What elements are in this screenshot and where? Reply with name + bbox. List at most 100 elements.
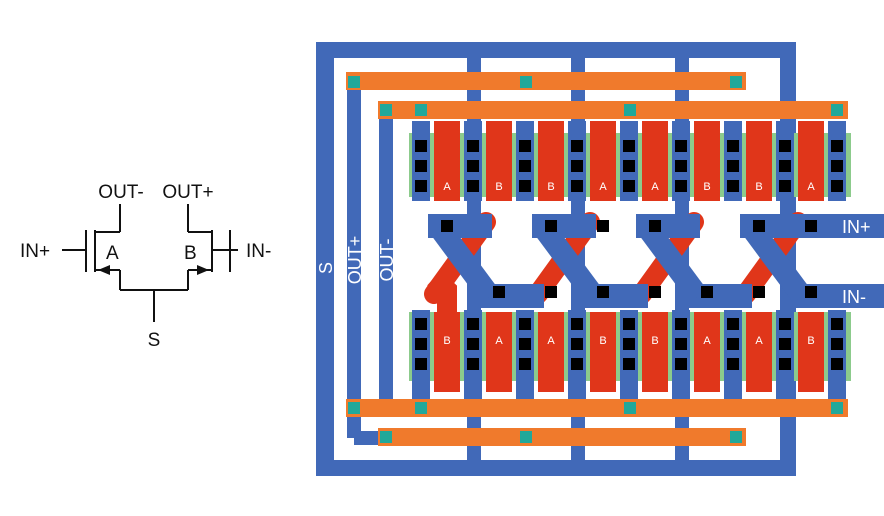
contacts (415, 140, 843, 370)
gate-bottom (642, 312, 668, 392)
via (624, 402, 636, 414)
gate-label: A (547, 335, 555, 347)
contact (623, 160, 635, 172)
gate-bottom (694, 312, 720, 392)
differential-pair-schematic (62, 204, 238, 322)
contact (519, 140, 531, 152)
gate-label: B (443, 335, 450, 347)
finger-bottom (464, 310, 482, 400)
poly-cross-link (427, 270, 457, 312)
gate-label: B (703, 181, 710, 193)
source-arrow-b (197, 265, 209, 275)
gate-top (746, 121, 772, 201)
gate-bottom (798, 312, 824, 392)
contact (831, 140, 843, 152)
via (831, 104, 843, 116)
contact (831, 160, 843, 172)
gate-label: A (599, 181, 607, 193)
contact (779, 318, 791, 330)
gate-label: A (807, 181, 815, 193)
label-out-plus: OUT+ (162, 182, 213, 203)
finger-bottom (412, 310, 430, 400)
out-minus-rail-bottom (346, 399, 848, 417)
rail-label-in-minus: IN- (842, 287, 866, 307)
gate-bottom (434, 312, 460, 392)
contact (571, 318, 583, 330)
contact (623, 180, 635, 192)
gate-top (434, 121, 460, 201)
contact (519, 338, 531, 350)
gate-label: B (495, 181, 502, 193)
via (415, 104, 427, 116)
contact (467, 338, 479, 350)
contact (779, 338, 791, 350)
label-in-plus: IN+ (20, 241, 50, 262)
contact (519, 358, 531, 370)
gate-top (694, 121, 720, 201)
label-transistor-b: B (184, 243, 197, 264)
contact (727, 318, 739, 330)
contact (727, 358, 739, 370)
finger-bottom (516, 310, 534, 400)
contact (675, 318, 687, 330)
contact (675, 180, 687, 192)
contact (623, 140, 635, 152)
contact (779, 160, 791, 172)
metal-gate-connections (428, 214, 856, 308)
contact (623, 338, 635, 350)
gate-top (642, 121, 668, 201)
rail-labels: S OUT+ OUT- IN+ IN- (316, 217, 871, 307)
via (380, 431, 392, 443)
out-minus-rail-top (378, 101, 848, 119)
finger-bottom (620, 310, 638, 400)
contact (597, 220, 609, 232)
contact (623, 358, 635, 370)
contact (831, 318, 843, 330)
contact (675, 140, 687, 152)
rail-label-in-plus: IN+ (842, 217, 871, 237)
finger-bottom (724, 310, 742, 400)
label-transistor-a: A (106, 243, 119, 264)
rail-label-out-plus: OUT+ (345, 236, 365, 285)
contact (571, 180, 583, 192)
out-plus-rail-bottom (378, 428, 746, 446)
metal-diagonal (533, 219, 603, 303)
source-arrow-a (98, 265, 110, 275)
contact (519, 180, 531, 192)
metal-diagonal (637, 219, 707, 303)
contact (701, 286, 713, 298)
rail-label-s: S (316, 262, 336, 274)
contact (571, 160, 583, 172)
contact (727, 180, 739, 192)
via (730, 76, 742, 88)
contact (779, 140, 791, 152)
gate-label: B (547, 181, 554, 193)
via (348, 402, 360, 414)
label-in-minus: IN- (246, 241, 271, 262)
contact (649, 220, 661, 232)
contact (467, 318, 479, 330)
gate-bottom (746, 312, 772, 392)
vias (348, 76, 843, 443)
finger-bottom (776, 310, 794, 400)
finger-bottom (568, 310, 586, 400)
gate-label: B (755, 181, 762, 193)
finger-bottom (672, 310, 690, 400)
finger-bottom (828, 310, 846, 400)
gate-top (486, 121, 512, 201)
contact (675, 358, 687, 370)
bottom-row-gates (434, 312, 824, 392)
contact (649, 286, 661, 298)
contact (571, 358, 583, 370)
gate-bottom (486, 312, 512, 392)
contact (519, 160, 531, 172)
contact (753, 286, 765, 298)
metal-diagonal (741, 219, 811, 303)
via (831, 402, 843, 414)
contact (441, 220, 453, 232)
contact (545, 286, 557, 298)
contact (415, 180, 427, 192)
via (520, 76, 532, 88)
